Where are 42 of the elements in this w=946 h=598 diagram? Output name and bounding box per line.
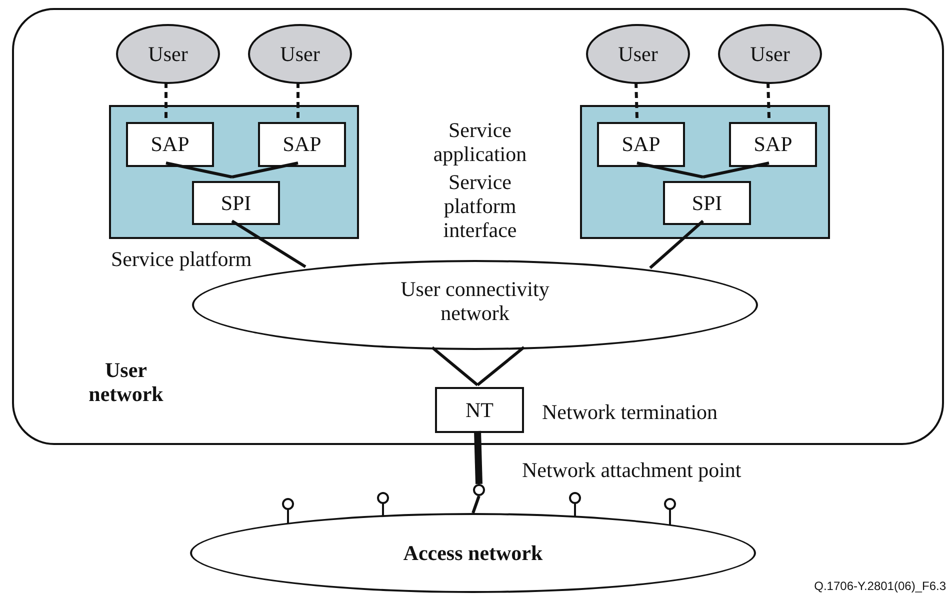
dashed-connector (296, 82, 300, 118)
node-label: NT (466, 398, 494, 422)
node-label: SAP (622, 132, 660, 157)
node-label: SPI (692, 190, 722, 216)
panel-caption: Service platform (111, 247, 252, 272)
node-label: SAP (150, 132, 190, 157)
annotation-text: Network attachment point (522, 458, 742, 482)
sap-box (258, 122, 346, 167)
node-label: SPI (220, 190, 252, 216)
figure-id: Q.1706-Y.2801(06)_F6.3 (813, 580, 946, 594)
spi-box (192, 181, 280, 225)
dashed-connector (164, 82, 168, 118)
annotation-text: Service application (432, 118, 528, 166)
node-label: User (148, 42, 188, 66)
node-label: SAP (754, 132, 792, 157)
node-label: User (280, 42, 320, 66)
connector-line (166, 162, 232, 178)
connector-line (702, 162, 770, 178)
connector-line (472, 496, 480, 514)
connector-line (474, 430, 482, 484)
sap-box (126, 122, 214, 167)
node-label: Access network (403, 540, 543, 566)
connector-line (476, 346, 525, 386)
connector-line (231, 220, 306, 268)
platform-panel (580, 105, 830, 239)
network-boundary (12, 8, 944, 445)
connector-line (232, 162, 298, 178)
connector-line (636, 162, 704, 178)
spi-box (663, 181, 751, 225)
node-label: User connectivity network (400, 276, 550, 326)
connector-line (649, 220, 704, 270)
annotation-text: Network termination (542, 400, 718, 424)
node-label: User (618, 42, 658, 66)
annotation-text: Service platform interface (442, 170, 518, 242)
group-heading: User network (88, 358, 164, 406)
sap-box (729, 122, 817, 167)
sap-box (597, 122, 685, 167)
node-label: SAP (282, 132, 322, 157)
dashed-connector (634, 82, 638, 118)
dashed-connector (766, 82, 770, 118)
node-label: User (750, 42, 790, 66)
connector-line (431, 346, 478, 386)
